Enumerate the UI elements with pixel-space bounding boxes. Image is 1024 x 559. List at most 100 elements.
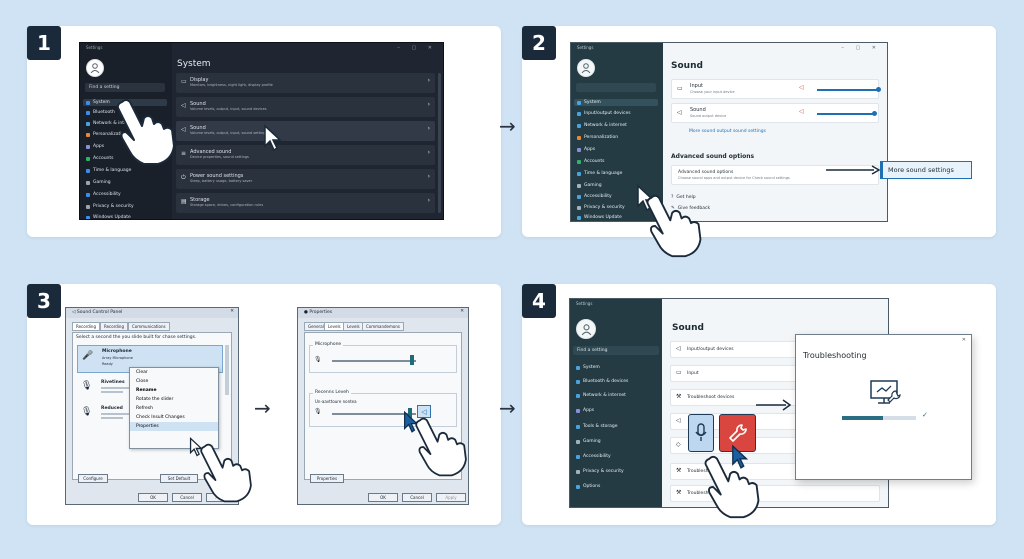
sidebar-item-privacy[interactable]: Privacy & security: [577, 205, 625, 210]
get-help-link[interactable]: ?Get help: [671, 195, 696, 200]
step-2-badge: 2: [522, 26, 556, 60]
close-icon[interactable]: ✕: [460, 309, 464, 314]
search-input[interactable]: Find a setting: [85, 83, 165, 92]
ok-button[interactable]: OK: [368, 493, 398, 502]
microphone-tile[interactable]: [688, 414, 714, 452]
tab-communications[interactable]: Communications: [128, 322, 170, 331]
search-input[interactable]: Find a setting: [573, 346, 659, 355]
sidebar-item-personalization[interactable]: Personalization: [86, 132, 127, 137]
boost-level-slider[interactable]: [332, 413, 416, 415]
sidebar-item-accessibility[interactable]: Accessibility: [577, 194, 612, 199]
sidebar-item-apps[interactable]: Apps: [577, 147, 595, 152]
close-icon[interactable]: ✕: [230, 309, 234, 314]
sidebar-item-gaming[interactable]: Gaming: [577, 183, 602, 188]
setting-row-sound[interactable]: ◁ Sound Sound output device ◁: [671, 103, 879, 123]
sidebar-item-update[interactable]: Windows Update: [86, 215, 131, 219]
microphone-icon: 🎙: [81, 381, 93, 391]
sidebar-item-bluetooth[interactable]: Bluetooth & devices: [576, 379, 628, 384]
close-icon[interactable]: ✕: [961, 337, 966, 343]
menu-item-check-changes[interactable]: Check Insult Changes: [136, 414, 185, 420]
menu-item-close[interactable]: Close: [136, 378, 149, 384]
properties-button[interactable]: Properties: [310, 474, 344, 483]
menu-item-properties[interactable]: Properties: [130, 422, 218, 431]
set-default-button[interactable]: Set Default: [160, 474, 198, 483]
sidebar-item-privacy[interactable]: Privacy & security: [86, 204, 134, 209]
avatar[interactable]: [577, 59, 595, 77]
arrow-1-to-2: →: [499, 114, 516, 138]
sidebar-item-gaming[interactable]: Gaming: [576, 439, 601, 444]
sidebar-item-apps[interactable]: Apps: [576, 408, 594, 413]
more-sound-settings-button[interactable]: More sound settings: [880, 161, 972, 179]
input-volume-slider[interactable]: [817, 89, 879, 91]
tab-recording-2[interactable]: Recording: [100, 322, 129, 331]
configure-button[interactable]: Configure: [78, 474, 108, 483]
slider-thumb[interactable]: [872, 111, 877, 116]
sidebar-item-accessibility[interactable]: Accessibility: [86, 192, 121, 197]
sidebar-item-network[interactable]: Network & internet: [576, 393, 626, 398]
sidebar-item-accounts[interactable]: Accounts: [577, 159, 605, 164]
cancel-button[interactable]: Cancel: [402, 493, 432, 502]
tab-levels[interactable]: Levels: [324, 322, 345, 331]
slider-thumb[interactable]: [876, 87, 881, 92]
search-input[interactable]: [576, 83, 656, 92]
give-feedback-link[interactable]: ✎Give feedback: [671, 206, 711, 211]
sidebar-item-accessibility[interactable]: Accessibility: [576, 454, 611, 459]
sidebar-item-apps[interactable]: Apps: [86, 144, 104, 149]
scrollbar[interactable]: [225, 345, 229, 395]
slider-thumb[interactable]: [408, 408, 412, 418]
window-controls[interactable]: – ▢ ✕: [841, 45, 881, 51]
ok-button[interactable]: OK: [138, 493, 168, 502]
system-icon: [577, 100, 581, 105]
sidebar-item-time[interactable]: Time & language: [577, 171, 622, 176]
sidebar-item-accounts[interactable]: Accounts: [86, 156, 114, 161]
scrollbar[interactable]: [438, 73, 441, 213]
sidebar-item-update[interactable]: Windows Update: [577, 215, 622, 220]
sidebar-item-network[interactable]: Network & inte: [86, 121, 127, 126]
sidebar-item-devices[interactable]: Input/output devices: [577, 111, 631, 116]
cancel-button[interactable]: Cancel: [172, 493, 202, 502]
wrench-icon: ⚒: [676, 467, 682, 474]
sidebar-item-gaming[interactable]: Gaming: [86, 180, 111, 185]
callout-arrow: [826, 165, 880, 175]
pointing-hand-icon: [415, 417, 467, 477]
sidebar-item-network[interactable]: Network & internet: [577, 123, 627, 128]
sidebar-item-options[interactable]: Options: [576, 484, 600, 489]
slider-thumb[interactable]: [410, 355, 414, 365]
arrow-3-to-4: →: [499, 396, 516, 420]
sidebar-item-tools[interactable]: Tools & storage: [576, 424, 618, 429]
microphone-level-slider[interactable]: [332, 360, 416, 362]
speaker-mute-button[interactable]: ◁: [417, 405, 431, 418]
setting-row-input[interactable]: ▭ Input Choose your input device ◁: [671, 79, 881, 99]
sidebar-item-system[interactable]: System: [574, 99, 658, 106]
sidebar-item-personalization[interactable]: Personalization: [577, 135, 618, 140]
apply-button[interactable]: Apply: [436, 493, 466, 502]
troubleshooting-dialog: ✕ Troubleshooting ✓: [795, 334, 972, 480]
sidebar-item-bluetooth[interactable]: Bluetooth: [86, 110, 115, 115]
menu-item-rename[interactable]: Rename: [136, 387, 157, 393]
menu-item-refresh[interactable]: Refresh: [136, 405, 153, 411]
sidebar-item-system[interactable]: System: [576, 365, 600, 370]
tab-levels-2[interactable]: Levels: [343, 322, 364, 331]
menu-item-clear[interactable]: Clear: [136, 369, 148, 375]
callout-arrow: [756, 399, 792, 411]
window-controls[interactable]: – ▢ ✕: [397, 45, 437, 51]
tab-commandemons[interactable]: Commandemons: [362, 322, 404, 331]
avatar[interactable]: [576, 319, 596, 339]
device-item-2[interactable]: 🎙 Rivetines: [77, 377, 223, 401]
tab-recording[interactable]: Recording: [72, 322, 101, 331]
volume-icon: ◁: [799, 84, 804, 91]
wrench-icon: [728, 424, 747, 442]
more-sound-output-link[interactable]: More sound output sound settings: [689, 129, 766, 134]
sidebar-item-time[interactable]: Time & language: [86, 168, 131, 173]
device-item-3[interactable]: 🎙 Reduced: [77, 403, 223, 427]
menu-item-rotate[interactable]: Rotate the slider: [136, 396, 174, 402]
sidebar-item-privacy[interactable]: Privacy & security: [576, 469, 624, 474]
output-volume-slider[interactable]: [817, 113, 875, 115]
avatar[interactable]: [86, 59, 104, 77]
